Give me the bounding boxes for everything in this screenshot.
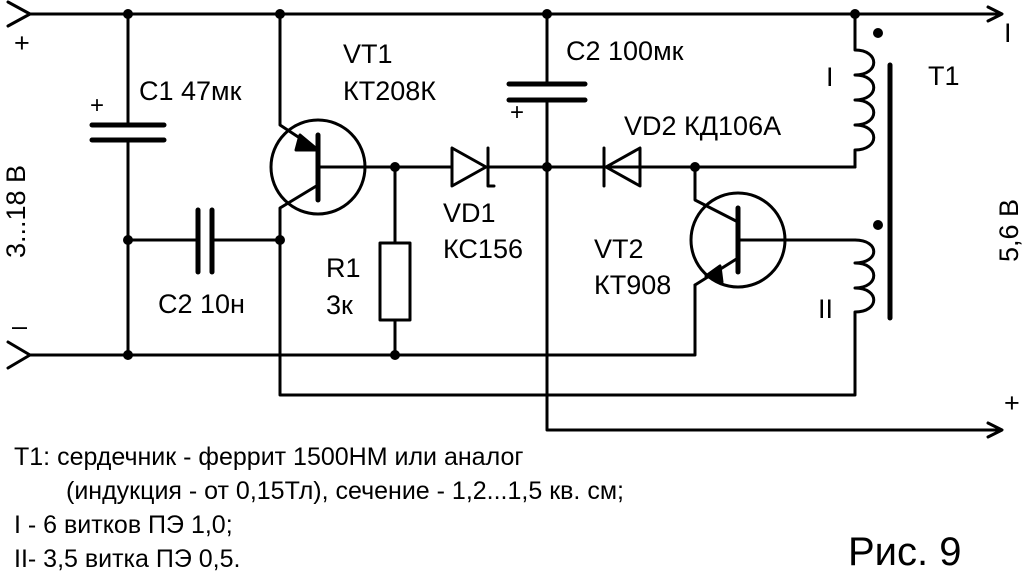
c2-large-plus-sign: + — [510, 99, 524, 126]
output-voltage-label: 5,6 В — [994, 199, 1024, 262]
winding-2-label: II — [818, 294, 833, 324]
r1-ref-label: R1 — [326, 253, 361, 283]
r1-body — [378, 241, 412, 322]
junction-dot — [275, 9, 285, 19]
input-voltage-label: 3...18 В — [1, 165, 31, 258]
vt1-ref-label: VT1 — [343, 39, 393, 69]
junction-dot — [123, 9, 133, 19]
vt2-ref-label: VT2 — [594, 234, 644, 264]
junction-dot — [390, 162, 400, 172]
note-line: (индукция - от 0,15Тл), сечение - 1,2...… — [66, 477, 624, 505]
junction-dot — [850, 9, 860, 19]
vd1-part-label: КС156 — [443, 234, 523, 264]
vt2-part-label: КТ908 — [594, 270, 671, 300]
output-plus-sign: + — [1004, 388, 1020, 418]
vt1-emitter-arrow — [294, 133, 320, 152]
junction-dot — [542, 162, 552, 172]
vd1-ref-label: VD1 — [443, 198, 496, 228]
c2-large-label: С2 100мк — [566, 36, 684, 66]
junction-dot — [690, 162, 700, 172]
c1-label: С1 47мк — [139, 76, 242, 106]
note-line: Т1: сердечник - феррит 1500НМ или аналог — [14, 443, 524, 471]
t1-winding-2 — [853, 238, 876, 317]
output-minus-sign: I — [1004, 18, 1012, 48]
junction-dot — [123, 350, 133, 360]
c2-large-wire — [545, 12, 1002, 432]
junction-dot — [542, 9, 552, 19]
winding-1-label: I — [826, 62, 834, 92]
c2-small-label: С2 10н — [158, 289, 245, 319]
junction-dot — [123, 235, 133, 245]
vt2-emitter-arrow — [704, 264, 724, 284]
input-plus-sign: + — [14, 28, 30, 58]
vd2-label: VD2 КД106А — [624, 111, 781, 141]
note-line: I - 6 витков ПЭ 1,0; — [14, 511, 233, 539]
bottom-rail-wire — [28, 283, 697, 357]
top-rail-arrow — [986, 5, 1004, 23]
junction-dot — [390, 350, 400, 360]
input-minus-sign: – — [12, 311, 27, 341]
junction-dot — [275, 235, 285, 245]
vt1-part-label: КТ208К — [343, 76, 436, 106]
vd1-body — [450, 146, 488, 188]
transformer-notes: Т1: сердечник - феррит 1500НМ или аналог… — [14, 440, 624, 576]
figure-caption: Рис. 9 — [848, 530, 962, 574]
winding-polarity-dot — [873, 220, 883, 230]
input-minus-terminal — [6, 340, 32, 370]
t1-winding-1 — [853, 12, 876, 169]
c1-plus-sign: + — [90, 92, 104, 119]
vd1-cathode — [486, 146, 496, 188]
input-plus-terminal — [6, 0, 32, 28]
winding-polarity-dot — [873, 28, 883, 38]
note-line: II- 3,5 витка ПЭ 0,5. — [14, 545, 241, 573]
output-plus-arrow — [986, 421, 1004, 439]
t1-label: Т1 — [928, 61, 960, 91]
r1-value-label: 3к — [326, 290, 353, 320]
